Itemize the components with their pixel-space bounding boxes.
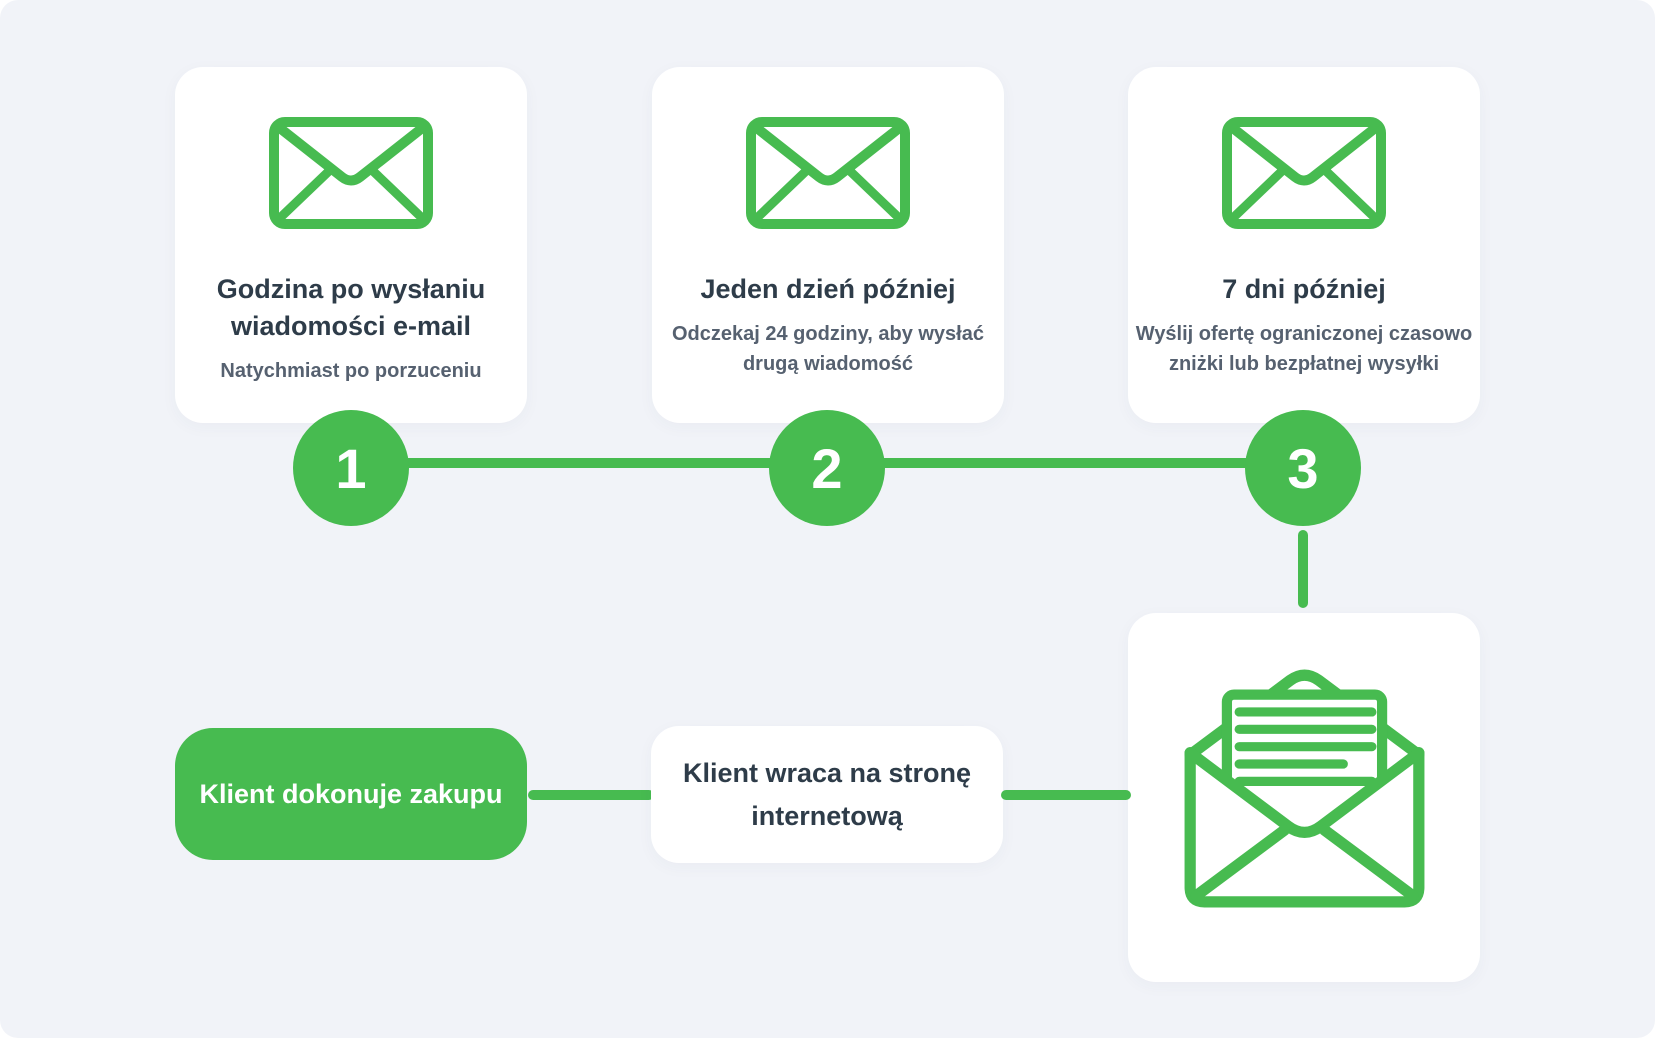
- return-card: Klient wraca na stronę internetową: [651, 726, 1003, 863]
- step-title: Jeden dzień później: [700, 274, 956, 304]
- step-number-badge-2: 2: [769, 410, 885, 526]
- step-subtitle: Wyślij ofertę ograniczonej czasowo zniżk…: [1135, 323, 1473, 375]
- step-card-2: Jeden dzień później Odczekaj 24 godziny,…: [652, 67, 1004, 423]
- purchase-pill: Klient dokonuje zakupu: [175, 728, 527, 860]
- step3-down-connector-line: [1298, 530, 1308, 608]
- step-number: 1: [335, 436, 367, 500]
- step-card-1: Godzina po wysłaniu wiadomości e-mail Na…: [175, 67, 527, 423]
- step-title: 7 dni później: [1222, 274, 1386, 304]
- step-title: Godzina po wysłaniu wiadomości e-mail: [216, 274, 486, 341]
- step-number: 2: [811, 436, 843, 500]
- envelope-icon: [746, 117, 910, 229]
- return-to-email-connector-line: [1001, 790, 1131, 800]
- step-subtitle: Odczekaj 24 godziny, aby wysłać drugą wi…: [672, 323, 984, 375]
- step-card-3: 7 dni później Wyślij ofertę ograniczonej…: [1128, 67, 1480, 423]
- step-subtitle: Natychmiast po porzuceniu: [220, 360, 482, 382]
- step-number-badge-1: 1: [293, 410, 409, 526]
- return-label: Klient wraca na stronę internetową: [682, 757, 972, 831]
- envelope-icon: [1222, 117, 1386, 229]
- pill-to-return-connector-line: [528, 790, 654, 800]
- envelope-icon: [269, 117, 433, 229]
- purchase-label: Klient dokonuje zakupu: [199, 778, 503, 809]
- step-number-badge-3: 3: [1245, 410, 1361, 526]
- email-opened-card: [1128, 613, 1480, 982]
- open-envelope-icon: [1182, 665, 1427, 910]
- step-number: 3: [1287, 436, 1319, 500]
